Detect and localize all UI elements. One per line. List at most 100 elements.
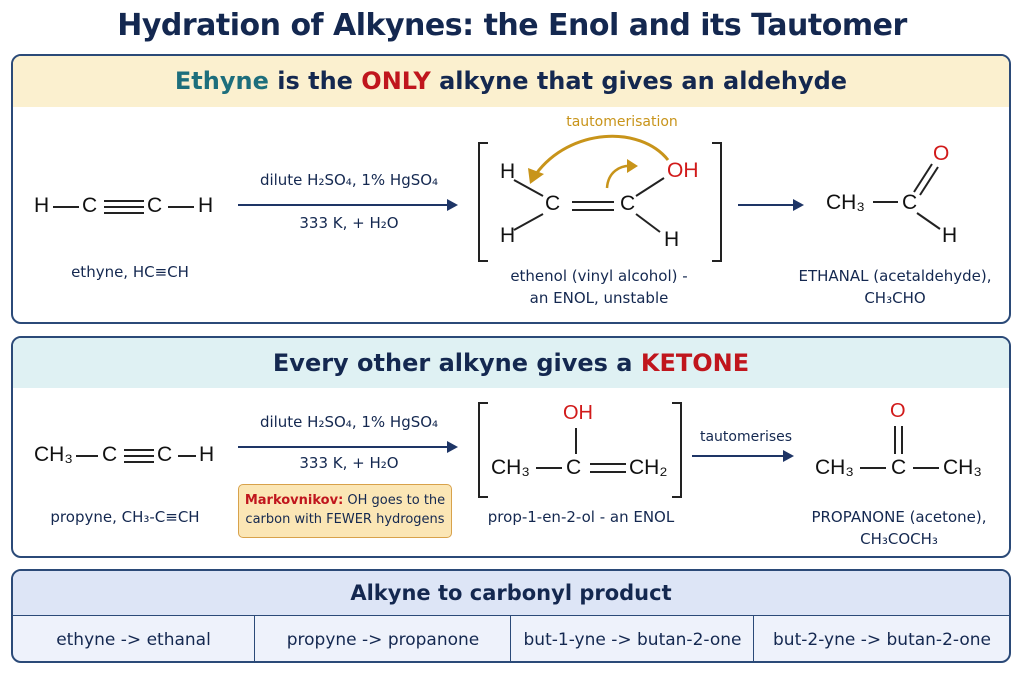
propanone-co-1 xyxy=(894,426,896,454)
propyne-c1: C xyxy=(102,443,118,466)
ethanal-label-line1: ETHANAL (acetaldehyde), xyxy=(798,267,992,285)
propenol-bond-c-oh xyxy=(575,428,577,454)
propanone-c: C xyxy=(891,456,907,479)
ethanal-label-line2: CH₃CHO xyxy=(864,289,926,307)
bond-h-c1-top xyxy=(513,179,544,197)
propanone-label-line1: PROPANONE (acetone), xyxy=(811,508,987,526)
propanone-label: PROPANONE (acetone), CH₃COCH₃ xyxy=(790,506,1008,550)
heading-ethyne: Ethyne xyxy=(174,67,269,95)
propyne-label: propyne, CH₃-C≡CH xyxy=(50,508,200,526)
markovnikov-line1: OH goes to the xyxy=(343,493,446,508)
ethenol-label-line2: an ENOL, unstable xyxy=(529,289,669,307)
heading-only: ONLY xyxy=(361,67,431,95)
markovnikov-note: Markovnikov: OH goes to the carbon with … xyxy=(238,484,452,538)
ethanal-co-1 xyxy=(913,163,933,193)
propanone-bond-left xyxy=(860,467,886,469)
page-title: Hydration of Alkynes: the Enol and its T… xyxy=(117,8,907,43)
tautomer-arrowhead-small xyxy=(627,159,638,173)
ethyne-triple-2 xyxy=(104,206,144,208)
ethenol-h-top: H xyxy=(500,160,516,183)
heading-text-a: is the xyxy=(268,67,362,95)
propenol-label: prop-1-en-2-ol - an ENOL xyxy=(487,508,675,526)
propyne-reaction-arrow xyxy=(238,441,458,453)
ethenol-label-line1: ethenol (vinyl alcohol) - xyxy=(510,267,688,285)
ethanal-bond-c-h xyxy=(916,212,941,230)
ethyne-panel: Ethyne is the ONLY alkyne that gives an … xyxy=(11,54,1011,324)
ethenol-bracket-right xyxy=(712,142,722,262)
bond-c2-h xyxy=(635,213,661,233)
propanone-o: O xyxy=(890,400,906,422)
bond-c2-oh xyxy=(635,177,665,197)
propanone-label-line2: CH₃COCH₃ xyxy=(860,530,938,548)
ethyne-h-right: H xyxy=(198,194,214,217)
ethenol-c2: C xyxy=(620,192,636,215)
propenol-bond-ch3-c xyxy=(536,467,562,469)
tautomer-curved-arrow-large xyxy=(534,134,670,175)
propanone-co-2 xyxy=(901,426,903,454)
propenol-c: C xyxy=(566,456,582,479)
ethenol-double-1 xyxy=(572,201,614,203)
ethyne-h-left: H xyxy=(34,194,50,217)
propenol-ch2: CH₂ xyxy=(629,456,668,479)
tautomerisation-label: tautomerisation xyxy=(566,114,678,130)
summary-table-heading: Alkyne to carbonyl product xyxy=(13,571,1009,615)
ethyne-bond-hc-left xyxy=(53,206,79,208)
propanone-ch3-left: CH₃ xyxy=(815,456,854,479)
heading-ketone: KETONE xyxy=(640,349,750,377)
ethenol-double-2 xyxy=(572,209,614,211)
summary-table: Alkyne to carbonyl product ethyne -> eth… xyxy=(11,569,1011,663)
markovnikov-bold: Markovnikov: xyxy=(244,493,344,508)
ethanal-ch3: CH₃ xyxy=(826,191,865,214)
propyne-triple-1 xyxy=(124,449,154,451)
ethyne-c2: C xyxy=(147,194,163,217)
propyne-conditions-top: dilute H₂SO₄, 1% HgSO₄ xyxy=(259,413,439,431)
markovnikov-line2: carbon with FEWER hydrogens xyxy=(245,512,445,527)
ethyne-reaction-arrow xyxy=(238,199,458,211)
ketone-panel: Every other alkyne gives a KETONE xyxy=(11,336,1011,558)
propanone-ch3-right: CH₃ xyxy=(943,456,982,479)
ethenol-oh: OH xyxy=(667,159,699,182)
ethanal-c: C xyxy=(902,191,918,214)
ethyne-bond-ch-right xyxy=(168,206,194,208)
propenol-double-2 xyxy=(590,471,626,473)
ethenol-bracket-left xyxy=(478,142,488,262)
ethyne-panel-heading: Ethyne is the ONLY alkyne that gives an … xyxy=(13,56,1009,107)
ethyne-conditions-top: dilute H₂SO₄, 1% HgSO₄ xyxy=(259,171,439,189)
ethanal-o: O xyxy=(933,142,950,165)
propenol-double-1 xyxy=(590,463,626,465)
tautomer-arrow-propanone xyxy=(692,450,794,462)
ethanal-h: H xyxy=(942,224,958,247)
propenol-oh: OH xyxy=(563,402,593,424)
ethenol-h-bottom: H xyxy=(500,224,516,247)
propyne-bond-ch3-c xyxy=(76,455,98,457)
propenol-bracket-right xyxy=(672,402,682,498)
propyne-ch3: CH₃ xyxy=(34,443,73,466)
propyne-bond-c-h xyxy=(178,455,196,457)
propenol-bracket-left xyxy=(478,402,488,498)
ketone-panel-heading: Every other alkyne gives a KETONE xyxy=(13,338,1009,388)
ethyne-label: ethyne, HC≡CH xyxy=(71,263,189,281)
propyne-h: H xyxy=(199,443,215,466)
heading-every-other: Every other alkyne gives a xyxy=(272,349,641,377)
propanone-bond-right xyxy=(913,467,939,469)
tautomer-arrow-ethanal xyxy=(738,199,804,211)
propyne-triple-2 xyxy=(124,455,154,457)
summary-cell-ethyne: ethyne -> ethanal xyxy=(13,615,254,661)
heading-text-b: alkyne that gives an aldehyde xyxy=(430,67,848,95)
ethenol-label: ethenol (vinyl alcohol) - an ENOL, unsta… xyxy=(486,265,712,309)
ethyne-c1: C xyxy=(82,194,98,217)
propyne-conditions-bottom: 333 K, + H₂O xyxy=(299,454,399,472)
summary-cell-but-2-yne: but-2-yne -> butan-2-one xyxy=(753,615,1009,661)
ethenol-c1: C xyxy=(545,192,561,215)
tautomerises-label: tautomerises xyxy=(699,429,793,445)
ethyne-triple-1 xyxy=(104,200,144,202)
ethanal-label: ETHANAL (acetaldehyde), CH₃CHO xyxy=(780,265,1010,309)
summary-cell-propyne: propyne -> propanone xyxy=(254,615,511,661)
propyne-triple-3 xyxy=(124,461,154,463)
propenol-ch3: CH₃ xyxy=(491,456,530,479)
bond-h-c1-bottom xyxy=(513,213,544,231)
ethyne-triple-3 xyxy=(104,212,144,214)
propyne-c2: C xyxy=(157,443,173,466)
ethyne-conditions-bottom: 333 K, + H₂O xyxy=(299,214,399,232)
